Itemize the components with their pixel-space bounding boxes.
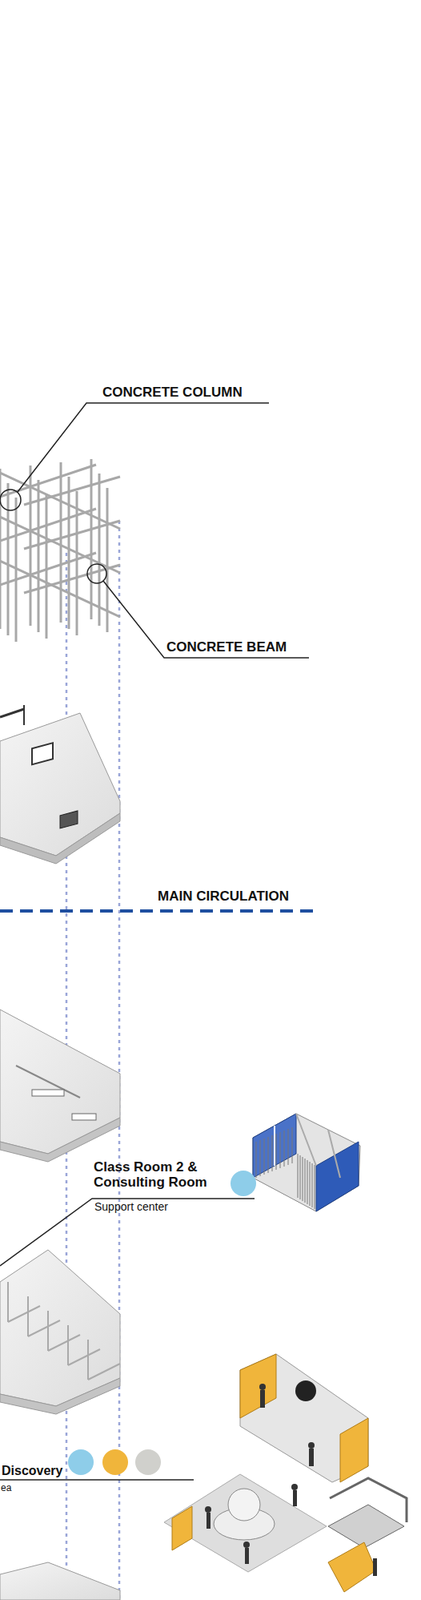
leader-line [17,402,269,492]
stroke [45,493,49,638]
stroke [76,490,79,635]
concrete-frame [0,458,121,642]
room-label: Discovery [1,1462,64,1477]
stroke [264,1137,265,1174]
stroke [48,1333,81,1350]
circulation-label: MAIN CIRCULATION [157,888,289,904]
stroke [309,1160,311,1205]
legend-dot [295,1379,317,1400]
stroke [88,1362,121,1379]
stroke [68,1347,101,1364]
room-label: Class Room 2 & Consulting Room [93,1158,214,1189]
leader-line [0,1477,194,1480]
part-label: CONCRETE COLUMN [102,384,243,401]
stroke [37,479,41,632]
stroke [0,464,97,497]
stroke [302,1155,304,1200]
stroke [288,1127,289,1164]
legend-dot [68,1447,94,1474]
stroke [260,1138,261,1175]
stroke [24,564,121,593]
stroke [256,1140,257,1177]
room-subtitle: Support center [94,1199,169,1212]
legend-dot [102,1447,129,1474]
stroke [27,1295,29,1336]
stroke [307,1158,309,1203]
stroke [28,1319,61,1336]
stroke [60,461,63,622]
stroke [312,1162,313,1207]
circulation-line [0,908,313,912]
stroke [276,1132,277,1169]
stroke [0,468,2,629]
legend-dot [230,1169,257,1195]
stroke [87,1338,89,1379]
floor-slab [0,1560,121,1599]
stroke [67,1323,69,1364]
floor-slab [0,1008,121,1161]
stroke [297,1152,299,1197]
grid-line [118,520,121,1599]
stroke [7,482,10,635]
room-subtitle: ea [0,1481,12,1492]
stroke [280,1130,281,1167]
stroke [314,1163,316,1208]
stroke [24,476,121,505]
stroke [0,552,97,585]
floor-slab [0,704,121,863]
legend-dot [135,1447,161,1474]
part-label: CONCRETE BEAM [166,639,287,655]
callout-circle [87,563,107,583]
stroke [272,1134,273,1171]
stroke [268,1135,269,1172]
stroke [8,1304,41,1321]
stroke [304,1157,306,1202]
stroke [47,1309,49,1350]
stroke [68,476,71,629]
stroke [98,473,101,626]
stroke [292,1126,293,1163]
stroke [90,458,93,619]
stroke [24,520,121,549]
stroke [7,1280,9,1321]
stroke [284,1129,285,1166]
leader-line [0,1197,255,1265]
consulting-booths [252,1112,361,1211]
callout-circle [0,489,21,510]
leader-line [103,580,309,658]
discovery-room [164,1352,407,1591]
stroke [0,560,121,617]
stroke [300,1154,301,1199]
floor-slab [0,1248,121,1413]
stroke [0,508,97,541]
